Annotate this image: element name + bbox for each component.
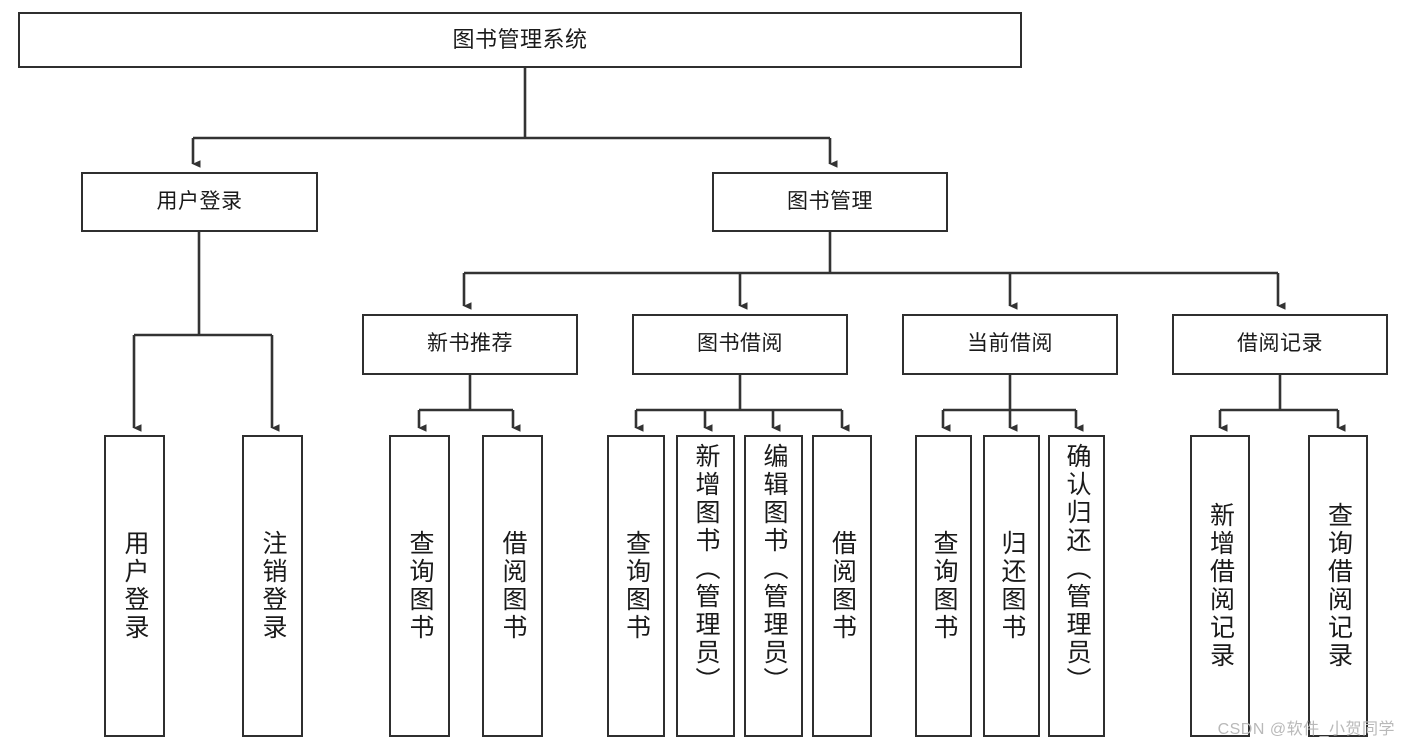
- node-user-login[interactable]: 用户登录: [81, 172, 318, 232]
- node-leaf-edit-book-label: 编辑图书（管理员）: [760, 443, 788, 695]
- node-book-manage[interactable]: 图书管理: [712, 172, 948, 232]
- node-book-borrow[interactable]: 图书借阅: [632, 314, 848, 375]
- node-leaf-add-record[interactable]: 新增借阅记录: [1190, 435, 1250, 737]
- node-leaf-add-book[interactable]: 新增图书（管理员）: [676, 435, 735, 737]
- node-leaf-user-login[interactable]: 用户登录: [104, 435, 165, 737]
- node-root-system[interactable]: 图书管理系统: [18, 12, 1022, 68]
- node-leaf-query-book-c[interactable]: 查询图书: [915, 435, 972, 737]
- node-book-borrow-label: 图书借阅: [697, 332, 783, 356]
- csdn-watermark: CSDN @软件_小贺同学: [1217, 721, 1395, 738]
- node-leaf-query-book-a[interactable]: 查询图书: [389, 435, 450, 737]
- node-leaf-user-login-label: 用户登录: [121, 530, 149, 642]
- node-leaf-logout-label: 注销登录: [259, 530, 287, 642]
- node-root-system-label: 图书管理系统: [452, 27, 588, 53]
- node-current-borrow[interactable]: 当前借阅: [902, 314, 1118, 375]
- node-new-book-recommend-label: 新书推荐: [427, 332, 513, 356]
- node-leaf-confirm-return-label: 确认归还（管理员）: [1063, 443, 1091, 695]
- node-leaf-edit-book[interactable]: 编辑图书（管理员）: [744, 435, 803, 737]
- node-leaf-add-book-label: 新增图书（管理员）: [692, 443, 720, 695]
- node-book-manage-label: 图书管理: [787, 189, 873, 213]
- node-leaf-confirm-return[interactable]: 确认归还（管理员）: [1048, 435, 1105, 737]
- node-leaf-borrow-book-b-label: 借阅图书: [828, 530, 857, 642]
- node-leaf-logout[interactable]: 注销登录: [242, 435, 303, 737]
- node-leaf-borrow-book-b[interactable]: 借阅图书: [812, 435, 872, 737]
- node-leaf-query-book-a-label: 查询图书: [406, 530, 434, 642]
- node-leaf-query-book-b-label: 查询图书: [622, 530, 651, 642]
- node-borrow-record[interactable]: 借阅记录: [1172, 314, 1388, 375]
- node-leaf-borrow-book-a[interactable]: 借阅图书: [482, 435, 543, 737]
- node-borrow-record-label: 借阅记录: [1237, 332, 1323, 356]
- node-leaf-query-book-c-label: 查询图书: [930, 530, 958, 642]
- node-current-borrow-label: 当前借阅: [967, 332, 1053, 356]
- node-user-login-label: 用户登录: [156, 189, 243, 213]
- node-new-book-recommend[interactable]: 新书推荐: [362, 314, 578, 375]
- node-leaf-query-record[interactable]: 查询借阅记录: [1308, 435, 1368, 737]
- node-leaf-borrow-book-a-label: 借阅图书: [499, 530, 527, 642]
- node-leaf-return-book-label: 归还图书: [998, 530, 1026, 642]
- node-leaf-query-book-b[interactable]: 查询图书: [607, 435, 665, 737]
- node-leaf-return-book[interactable]: 归还图书: [983, 435, 1040, 737]
- node-leaf-add-record-label: 新增借阅记录: [1206, 502, 1235, 670]
- node-leaf-query-record-label: 查询借阅记录: [1324, 502, 1353, 670]
